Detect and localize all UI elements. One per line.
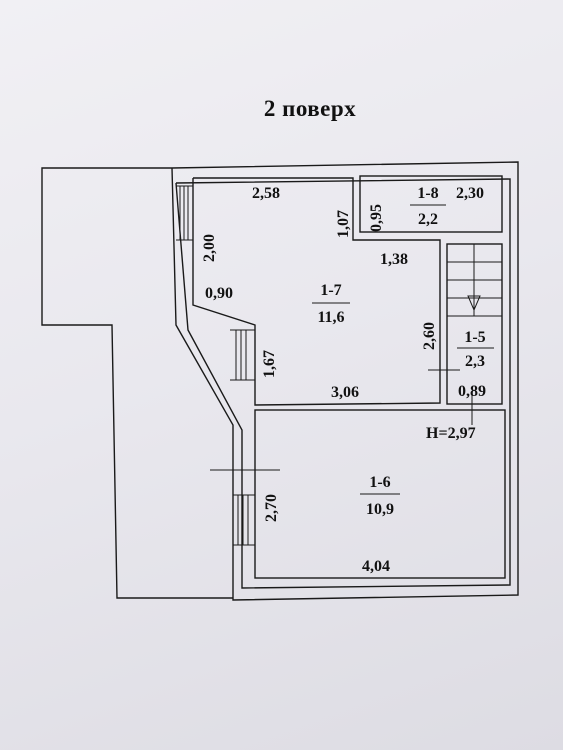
svg-text:2,3: 2,3	[465, 353, 485, 370]
dim-2-60: 2,60	[421, 322, 438, 350]
floor-title: 2 поверх	[263, 96, 357, 121]
dim-0-95: 0,95	[368, 204, 385, 232]
svg-text:1-5: 1-5	[464, 329, 485, 346]
window-left-middle	[230, 329, 255, 381]
room-1-6-outline	[254, 409, 506, 579]
svg-text:1-6: 1-6	[369, 474, 390, 491]
svg-text:1-7: 1-7	[320, 282, 341, 299]
room-1-5-label: 1-5 2,3	[457, 329, 494, 370]
height-label: Н=2,97	[426, 425, 476, 442]
outer-wall	[171, 161, 519, 601]
room-1-8-outline	[359, 175, 503, 233]
dim-1-67: 1,67	[261, 350, 278, 378]
svg-text:10,9: 10,9	[366, 501, 394, 518]
dim-2-70: 2,70	[263, 494, 280, 522]
room-1-6-label: 1-6 10,9	[360, 474, 400, 518]
stair-arrow-icon	[467, 280, 481, 312]
dim-2-30: 2,30	[456, 185, 484, 202]
dim-1-38: 1,38	[380, 251, 408, 268]
window-left-lower	[233, 494, 255, 546]
inner-wall	[175, 178, 511, 589]
room-1-7-label: 1-7 11,6	[312, 282, 350, 326]
room-1-8-label: 1-8 2,2	[410, 185, 446, 228]
dim-1-07: 1,07	[335, 210, 352, 238]
dim-0-90: 0,90	[205, 285, 233, 302]
dim-3-06: 3,06	[331, 384, 359, 401]
svg-text:2,2: 2,2	[418, 211, 438, 228]
svg-text:11,6: 11,6	[317, 309, 344, 326]
door-marks	[210, 369, 473, 490]
room-1-7-outline	[192, 177, 441, 406]
dim-2-00: 2,00	[201, 234, 218, 262]
left-annex-outline	[41, 167, 233, 599]
dim-0-89: 0,89	[458, 383, 486, 400]
svg-text:1-8: 1-8	[417, 185, 438, 202]
window-left-upper	[176, 185, 193, 241]
dim-2-58: 2,58	[252, 185, 280, 202]
dim-4-04: 4,04	[362, 558, 390, 575]
